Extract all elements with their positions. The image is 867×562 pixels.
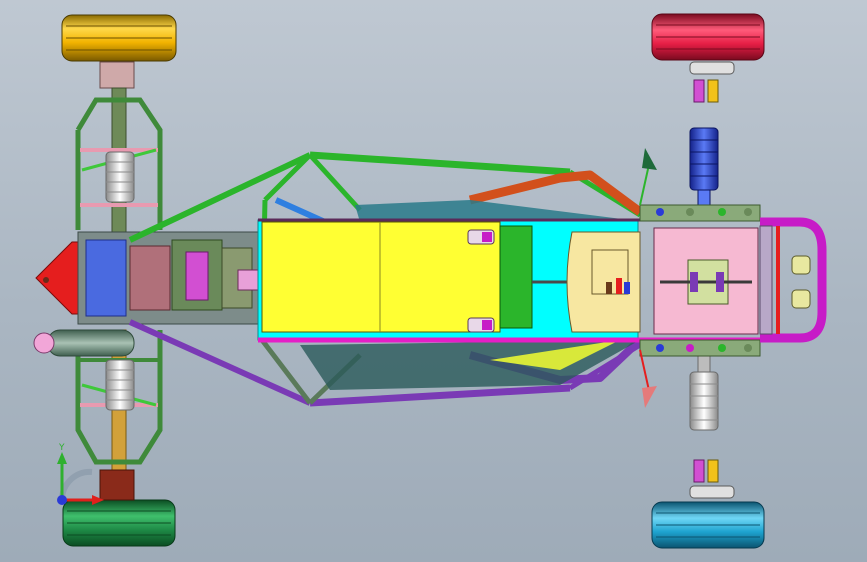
wheel-front-right[interactable]	[651, 501, 765, 549]
steering-plate[interactable]	[653, 227, 759, 335]
front-bumper[interactable]	[759, 217, 827, 343]
exhaust-muffler[interactable]	[33, 329, 135, 357]
y-axis-label: Y	[58, 443, 65, 453]
seat-belt-mount-bottom[interactable]	[467, 317, 495, 333]
rear-engine-bay[interactable]	[35, 231, 261, 325]
seat[interactable]	[261, 221, 533, 333]
side-impact-member-upper[interactable]	[468, 170, 643, 216]
front-upright-left[interactable]	[689, 61, 735, 103]
rear-shock-upper[interactable]	[105, 151, 135, 203]
tie-rod-arrow-bottom	[639, 349, 657, 408]
view-triad[interactable]: Y	[57, 443, 104, 505]
wheel-rear-right[interactable]	[62, 499, 176, 547]
z-axis-dot	[57, 495, 67, 505]
front-shock-lower[interactable]	[689, 349, 719, 431]
front-a-arm-lower[interactable]	[639, 339, 761, 357]
seat-belt-mount-top[interactable]	[467, 229, 495, 245]
rear-shock-lower[interactable]	[105, 359, 135, 411]
front-upright-right[interactable]	[689, 459, 735, 499]
front-shock-upper[interactable]	[689, 127, 719, 213]
wheel-rear-left[interactable]	[61, 14, 177, 62]
dashboard[interactable]	[566, 231, 641, 333]
side-panels	[274, 197, 640, 390]
tie-rod-arrow-top	[639, 148, 657, 206]
wheel-front-left[interactable]	[651, 13, 765, 61]
front-a-arm-upper[interactable]	[639, 204, 761, 222]
